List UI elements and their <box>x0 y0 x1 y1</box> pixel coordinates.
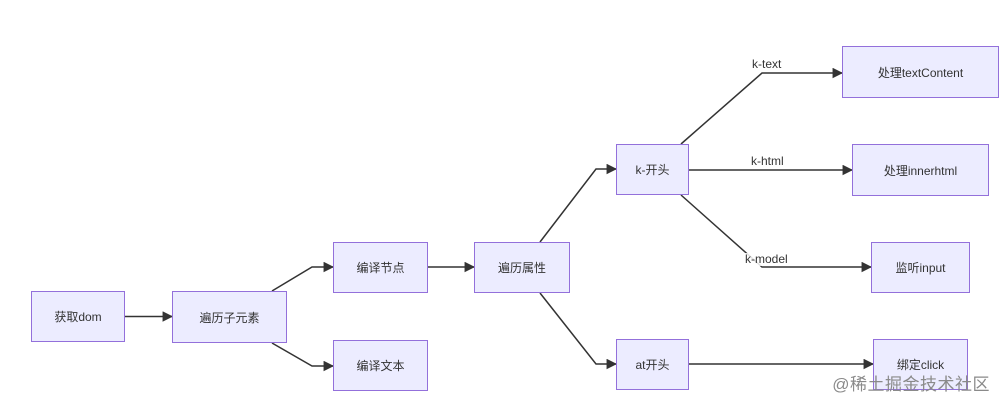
node-handle-textcontent: 处理textContent <box>842 46 999 98</box>
watermark: @稀土掘金技术社区 <box>832 375 990 394</box>
edge-k_start-to-listen_input <box>680 194 873 273</box>
node-bind-click: 绑定click <box>873 339 968 390</box>
edge-label-k-text: k-text <box>751 57 783 71</box>
node-handle-innerhtml: 处理innerhtml <box>852 144 989 196</box>
node-listen-input: 监听input <box>871 242 970 293</box>
node-compile-node: 编译节点 <box>333 242 428 293</box>
edge-traverse_children-to-compile_node <box>271 261 335 292</box>
edge-traverse_children-to-compile_text <box>271 342 335 372</box>
edge-traverse_attrs-to-k_start <box>539 163 618 243</box>
edge-label-k-html: k-html <box>750 154 785 168</box>
node-at-prefix: at开头 <box>616 339 689 390</box>
edge-traverse_attrs-to-at_start <box>539 292 618 370</box>
node-get-dom: 获取dom <box>31 291 125 342</box>
node-traverse-attributes: 遍历属性 <box>474 242 570 293</box>
node-traverse-children: 遍历子元素 <box>172 291 287 343</box>
node-k-prefix: k-开头 <box>616 144 689 195</box>
edge-label-k-model: k-model <box>744 252 789 266</box>
node-compile-text: 编译文本 <box>333 340 428 391</box>
edge-k_start-to-handle_text <box>680 67 844 145</box>
